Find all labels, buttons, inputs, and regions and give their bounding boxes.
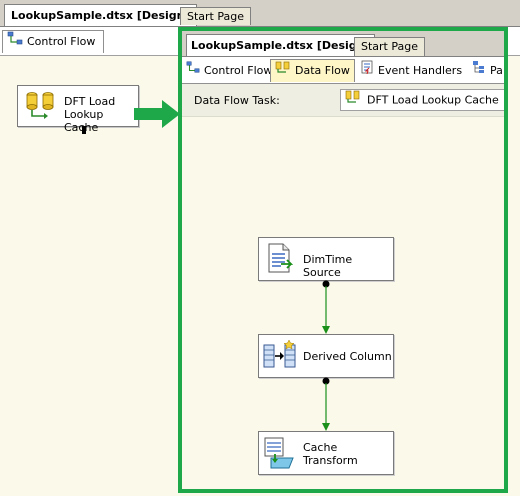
data-flow-task-icon — [345, 90, 361, 110]
ole-db-source-icon — [263, 242, 295, 277]
package-explorer-icon — [472, 60, 486, 82]
panel-tab-event-handlers[interactable]: Event Handlers — [356, 60, 466, 82]
zoomed-data-flow-panel: LookupSample.dtsx [Design] Start Page Co… — [178, 27, 508, 493]
derived-column-component[interactable]: Derived Column — [258, 334, 394, 378]
control-flow-icon — [7, 31, 23, 53]
panel-tab-package-explorer[interactable]: Pa — [468, 60, 504, 82]
dimtime-source-component[interactable]: DimTime Source — [258, 237, 394, 281]
data-flow-task-value: DFT Load Lookup Cache — [367, 93, 499, 107]
tab-control-flow[interactable]: Control Flow — [2, 30, 105, 53]
data-path-connector[interactable] — [320, 280, 332, 336]
derived-column-icon — [263, 339, 297, 374]
panel-tab-control-flow[interactable]: Control Flow — [182, 60, 276, 82]
panel-tab-lookupsample-design[interactable]: LookupSample.dtsx [Design] — [186, 34, 375, 56]
dimtime-source-label: DimTime Source — [303, 253, 353, 279]
tab-start-page[interactable]: Start Page — [180, 7, 251, 25]
data-flow-task-icon — [24, 90, 58, 123]
event-handlers-icon — [360, 60, 374, 82]
panel-tab-data-flow[interactable]: Data Flow — [270, 59, 355, 82]
data-flow-icon — [275, 60, 291, 82]
data-flow-task-label: Data Flow Task: — [194, 94, 280, 107]
tab-control-flow-label: Control Flow — [27, 35, 96, 48]
green-arrow-icon — [134, 100, 180, 131]
cache-transform-icon — [263, 436, 297, 473]
data-flow-task-dropdown[interactable]: DFT Load Lookup Cache — [340, 89, 504, 111]
panel-tab-start-page[interactable]: Start Page — [354, 37, 425, 56]
data-path-connector[interactable] — [320, 377, 332, 433]
control-flow-icon — [186, 60, 200, 82]
tab-lookupsample-design[interactable]: LookupSample.dtsx [Design] — [4, 4, 197, 26]
derived-column-label: Derived Column — [303, 350, 392, 363]
task-output-anchor[interactable] — [82, 126, 86, 134]
